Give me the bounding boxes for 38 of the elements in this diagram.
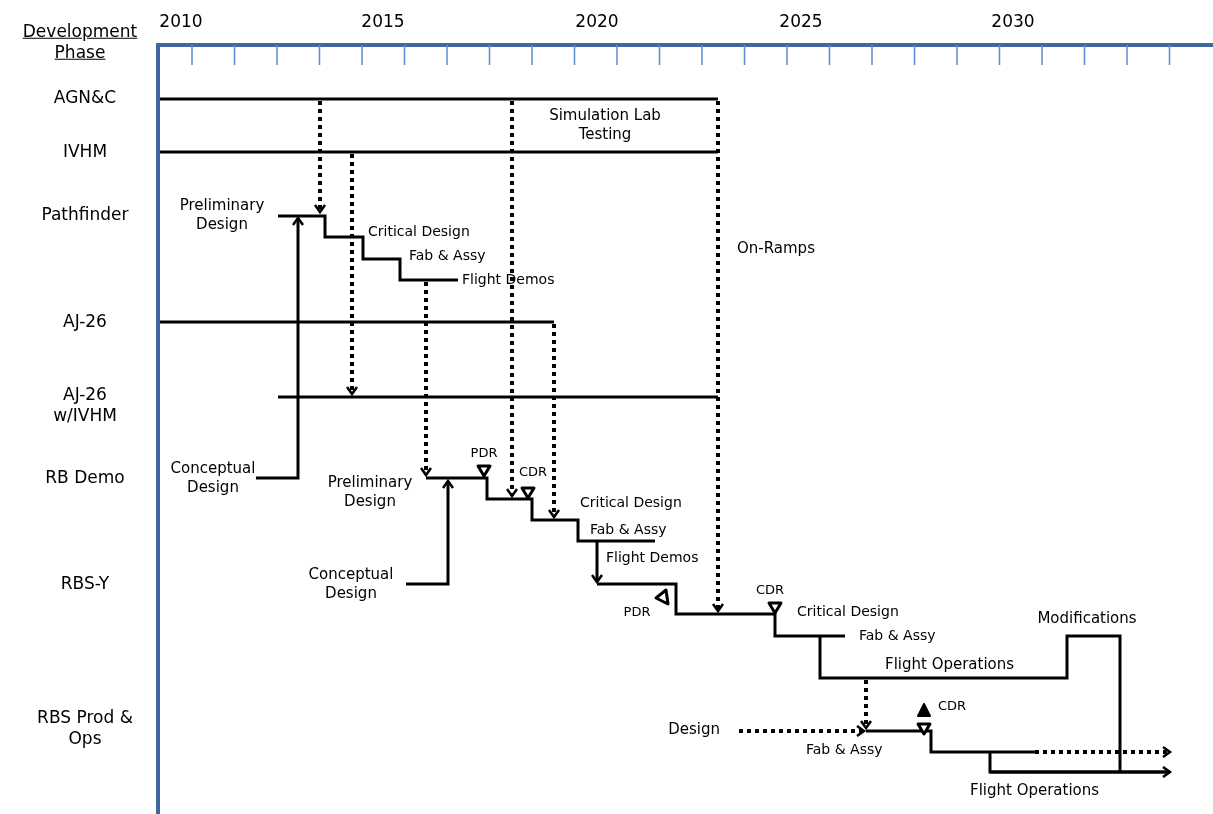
phase-label: Flight Demos [606,549,699,567]
year-label: 2025 [779,11,823,33]
milestone-label: PDR [623,603,651,621]
milestone-label: CDR [755,581,785,599]
phase-label: Fab & Assy [409,247,486,265]
row-label: RBS Prod & Ops [36,706,134,750]
year-label: 2010 [159,11,203,33]
row-label: AGN&C [53,87,117,109]
phase-label: Design [668,719,720,739]
phase-label: Fab & Assy [806,741,883,759]
phase-label: Modifications [1037,608,1137,628]
phase-label: Preliminary Design [178,196,266,234]
year-label: 2020 [575,11,619,33]
phase-label: Preliminary Design [326,473,414,511]
year-label: 2030 [991,11,1035,33]
row-label: AJ-26 w/IVHM [52,383,118,427]
row-label: RB Demo [45,467,125,489]
phase-label: Flight Operations [885,654,1015,674]
phase-label: Conceptual Design [307,565,395,603]
phase-label: Flight Demos [462,271,555,289]
row-label: AJ-26 [63,311,107,333]
phase-label: Critical Design [368,223,470,241]
phase-label: On-Ramps [737,238,815,258]
row-label: Pathfinder [41,204,129,226]
milestone-label: CDR [518,463,548,481]
phase-label: Simulation Lab Testing [548,106,662,144]
phase-label: Critical Design [580,494,682,512]
phase-label: Fab & Assy [590,521,667,539]
phase-label: Conceptual Design [169,459,257,497]
year-label: 2015 [361,11,405,33]
column-heading: Development Phase [21,20,139,64]
phase-label: Critical Design [797,603,899,621]
milestone-label: PDR [470,444,498,462]
row-label: RBS-Y [60,573,110,595]
phase-label: Flight Operations [970,780,1100,800]
milestone-label: CDR [938,697,967,715]
phase-label: Fab & Assy [859,627,936,645]
row-label: IVHM [62,141,108,163]
